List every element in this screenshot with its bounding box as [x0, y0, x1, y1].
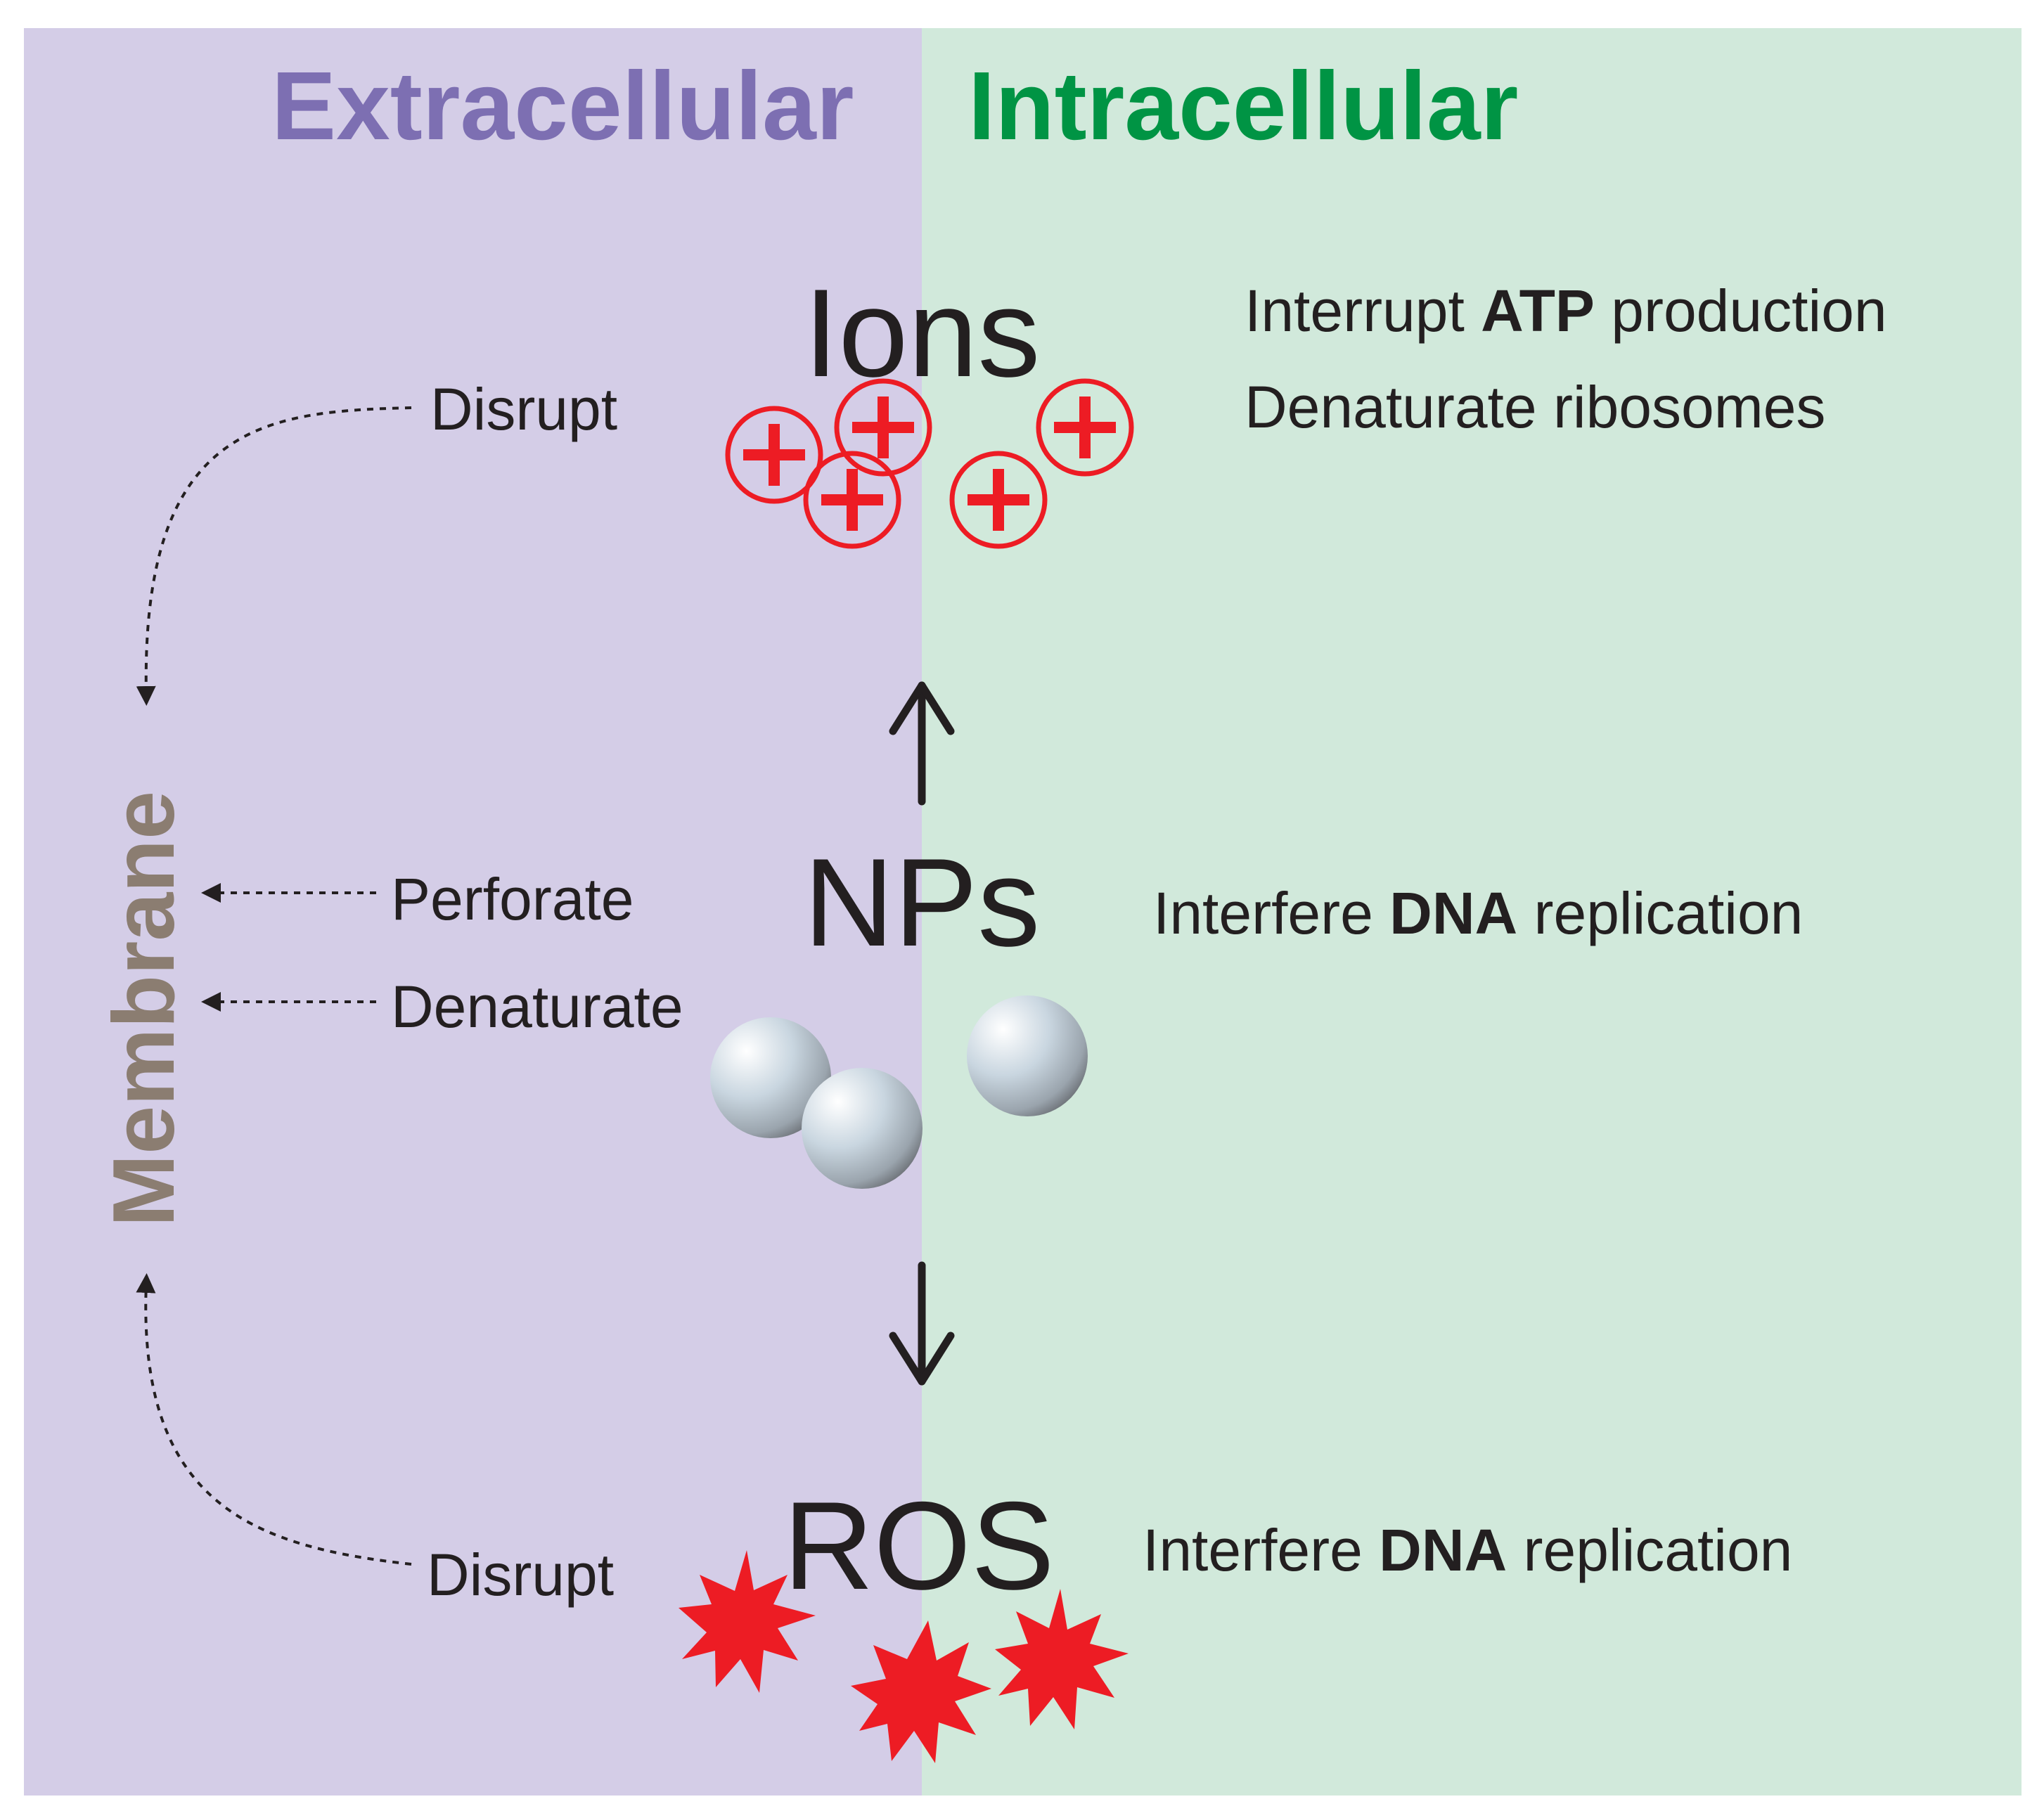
ion-plus-circle-icon: [1036, 378, 1134, 477]
nps-label: NPs: [804, 832, 1041, 972]
nanoparticle-sphere-icon: [802, 1068, 923, 1189]
ros-starburst-icon: [995, 1589, 1129, 1729]
disrupt-top-arrow: [136, 406, 412, 706]
denaturate-label: Denaturate: [391, 974, 683, 1040]
ion-plus-circle-icon: [725, 406, 823, 504]
ion-plus-circle-icon: [803, 451, 901, 549]
perforate-label: Perforate: [391, 866, 634, 932]
disrupt-top-label: Disrupt: [430, 376, 618, 442]
ion-plus-circle-icon: [834, 378, 932, 477]
ions-effect-atp: Interrupt ATP production: [1245, 278, 1887, 344]
intracellular-heading: Intracellular: [968, 52, 1519, 160]
extracellular-panel: [24, 28, 922, 1796]
ros-starburst-icon: [679, 1550, 816, 1693]
extracellular-heading: Extracellular: [271, 52, 854, 160]
nanoparticle-sphere-icon: [710, 1017, 831, 1138]
intracellular-panel: [922, 28, 2021, 1796]
up-arrow: [889, 681, 955, 806]
ros-starburst-icon: [851, 1620, 991, 1763]
disrupt-bottom-label: Disrupt: [427, 1542, 615, 1608]
nps-effect-dna: Interfere DNA replication: [1153, 880, 1804, 946]
down-arrow: [889, 1261, 955, 1386]
disrupt-bottom-arrow: [136, 1273, 412, 1566]
ions-label: Ions: [804, 263, 1041, 403]
ion-plus-circle-icon: [949, 451, 1048, 549]
nanoparticle-sphere-icon: [967, 995, 1088, 1116]
ros-effect-dna: Interfere DNA replication: [1143, 1517, 1793, 1583]
membrane-label: Membrane: [96, 790, 193, 1227]
ros-label: ROS: [783, 1476, 1055, 1616]
ions-effect-ribosomes: Denaturate ribosomes: [1245, 374, 1826, 440]
